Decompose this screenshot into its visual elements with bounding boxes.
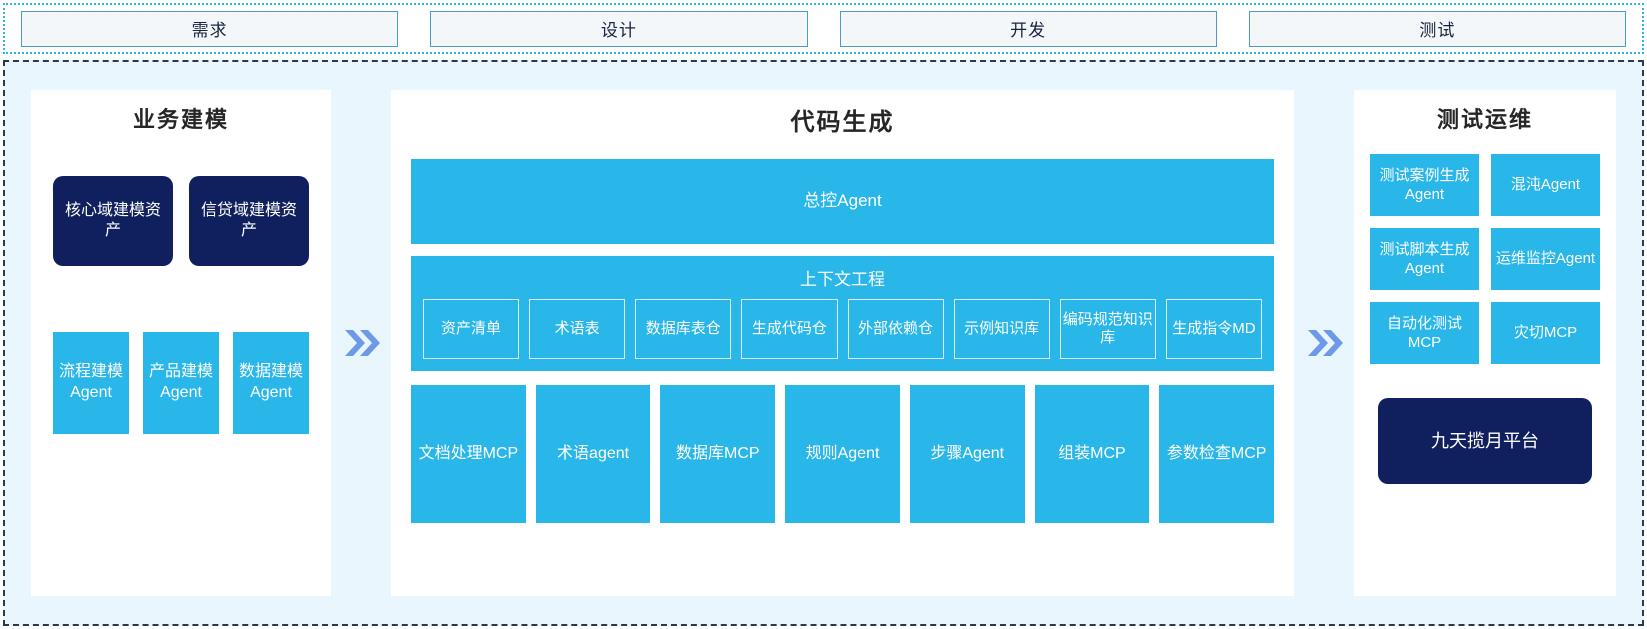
- controller-agent-block[interactable]: 总控Agent: [411, 159, 1274, 244]
- platform-jiutian-lanyue[interactable]: 九天揽月平台: [1378, 398, 1592, 484]
- tool-rule-agent[interactable]: 规则Agent: [785, 385, 900, 523]
- tile-label: 灾切MCP: [1513, 324, 1578, 342]
- test-ops-grid: 测试案例生成Agent 混沌Agent 测试脚本生成Agent 运维监控Agen…: [1370, 154, 1600, 364]
- test-script-generation-agent[interactable]: 测试脚本生成Agent: [1370, 228, 1479, 290]
- tool-database-mcp[interactable]: 数据库MCP: [660, 385, 776, 523]
- test-ops-body: 测试案例生成Agent 混沌Agent 测试脚本生成Agent 运维监控Agen…: [1354, 134, 1616, 484]
- panel-title-business-modeling: 业务建模: [132, 107, 229, 132]
- platform-label: 九天揽月平台: [1431, 430, 1539, 451]
- context-item-external-dependency-repo[interactable]: 外部依赖仓: [847, 299, 944, 359]
- context-item-label: 资产清单: [441, 319, 502, 337]
- context-item-db-table-repo[interactable]: 数据库表仓: [635, 299, 732, 359]
- code-generation-body: 总控Agent 上下文工程 资产清单 术语表 数据库表仓: [391, 137, 1294, 523]
- code-generation-tools: 文档处理MCP 术语agent 数据库MCP 规则Agent 步骤Agent: [411, 385, 1275, 523]
- tool-document-processing-mcp[interactable]: 文档处理MCP: [411, 385, 526, 523]
- agent-data-modeling[interactable]: 数据建模Agent: [233, 332, 309, 434]
- business-assets-group: 核心域建模资产 信贷域建模资产: [31, 176, 331, 266]
- tool-assembly-mcp[interactable]: 组装MCP: [1034, 385, 1150, 523]
- phase-item-design[interactable]: 设计: [430, 10, 808, 47]
- context-item-generated-code-repo[interactable]: 生成代码仓: [741, 299, 838, 359]
- phase-label: 开发: [1010, 21, 1047, 40]
- context-item-label: 示例知识库: [964, 319, 1040, 337]
- agent-product-modeling[interactable]: 产品建模Agent: [143, 332, 219, 434]
- tool-label: 术语agent: [557, 444, 630, 462]
- context-item-label: 数据库表仓: [645, 319, 721, 337]
- panel-code-generation: 代码生成 总控Agent 上下文工程 资产清单 术语表: [391, 90, 1294, 596]
- panel-title-code-generation: 代码生成: [790, 109, 895, 136]
- context-engineering-block: 上下文工程 资产清单 术语表 数据库表仓 生成代码仓: [411, 256, 1274, 371]
- panel-business-modeling: 业务建模 核心域建模资产 信贷域建模资产 流程建模Agent 产品建模Agent…: [31, 90, 331, 596]
- asset-core-domain[interactable]: 核心域建模资产: [53, 176, 173, 266]
- automated-test-mcp[interactable]: 自动化测试MCP: [1370, 302, 1479, 364]
- asset-label: 核心域建模资产: [64, 202, 161, 239]
- main-container: 业务建模 核心域建模资产 信贷域建模资产 流程建模Agent 产品建模Agent…: [3, 60, 1644, 626]
- asset-label: 信贷域建模资产: [200, 202, 297, 239]
- agent-label: 数据建模Agent: [238, 363, 303, 401]
- agent-process-modeling[interactable]: 流程建模Agent: [53, 332, 129, 434]
- phase-item-requirements[interactable]: 需求: [21, 10, 399, 47]
- phase-label: 设计: [600, 21, 637, 40]
- context-engineering-title: 上下文工程: [800, 270, 885, 289]
- tile-label: 自动化测试MCP: [1386, 314, 1462, 352]
- disaster-recovery-mcp[interactable]: 灾切MCP: [1491, 302, 1600, 364]
- tile-label: 运维监控Agent: [1495, 250, 1596, 268]
- controller-agent-label: 总控Agent: [803, 191, 882, 211]
- context-item-asset-list[interactable]: 资产清单: [423, 299, 520, 359]
- chevron-double-right-icon-right: [1294, 62, 1354, 624]
- agent-label: 产品建模Agent: [148, 363, 213, 401]
- agent-label: 流程建模Agent: [58, 363, 123, 401]
- phase-item-testing[interactable]: 测试: [1248, 10, 1626, 47]
- tile-label: 混沌Agent: [1510, 176, 1581, 194]
- tool-glossary-agent[interactable]: 术语agent: [535, 385, 651, 523]
- panel-title-test-ops: 测试运维: [1436, 107, 1533, 132]
- panel-test-ops: 测试运维 测试案例生成Agent 混沌Agent 测试脚本生成Agent 运维监…: [1354, 90, 1616, 596]
- phase-bar: 需求 设计 开发 测试: [3, 3, 1644, 54]
- tool-step-agent[interactable]: 步骤Agent: [909, 385, 1025, 523]
- chevron-double-right-icon-left: [331, 62, 391, 624]
- business-agents-group: 流程建模Agent 产品建模Agent 数据建模Agent: [31, 332, 331, 434]
- ops-monitoring-agent[interactable]: 运维监控Agent: [1491, 228, 1600, 290]
- tool-label: 规则Agent: [805, 444, 880, 462]
- context-engineering-items: 资产清单 术语表 数据库表仓 生成代码仓 外部依赖仓: [423, 299, 1262, 359]
- context-item-label: 术语表: [554, 319, 600, 337]
- asset-credit-domain[interactable]: 信贷域建模资产: [189, 176, 309, 266]
- context-item-glossary[interactable]: 术语表: [529, 299, 626, 359]
- context-item-label: 编码规范知识库: [1062, 310, 1153, 346]
- context-item-label: 生成代码仓: [751, 319, 827, 337]
- context-item-example-knowledge-base[interactable]: 示例知识库: [953, 299, 1050, 359]
- context-item-generation-instruction-md[interactable]: 生成指令MD: [1165, 299, 1262, 359]
- tool-label: 文档处理MCP: [418, 444, 519, 462]
- test-case-generation-agent[interactable]: 测试案例生成Agent: [1370, 154, 1479, 216]
- chaos-agent[interactable]: 混沌Agent: [1491, 154, 1600, 216]
- tile-label: 测试案例生成Agent: [1379, 166, 1470, 204]
- context-item-label: 外部依赖仓: [858, 319, 934, 337]
- tool-label: 参数检查MCP: [1166, 444, 1267, 462]
- tool-label: 组装MCP: [1058, 444, 1126, 462]
- phase-label: 测试: [1419, 21, 1456, 40]
- context-item-label: 生成指令MD: [1172, 319, 1256, 337]
- phase-item-development[interactable]: 开发: [839, 10, 1217, 47]
- context-item-coding-standard-knowledge-base[interactable]: 编码规范知识库: [1059, 299, 1156, 359]
- tool-label: 步骤Agent: [930, 444, 1005, 462]
- tool-label: 数据库MCP: [676, 444, 760, 462]
- tile-label: 测试脚本生成Agent: [1379, 240, 1470, 278]
- phase-label: 需求: [191, 21, 228, 40]
- tool-parameter-check-mcp[interactable]: 参数检查MCP: [1159, 385, 1275, 523]
